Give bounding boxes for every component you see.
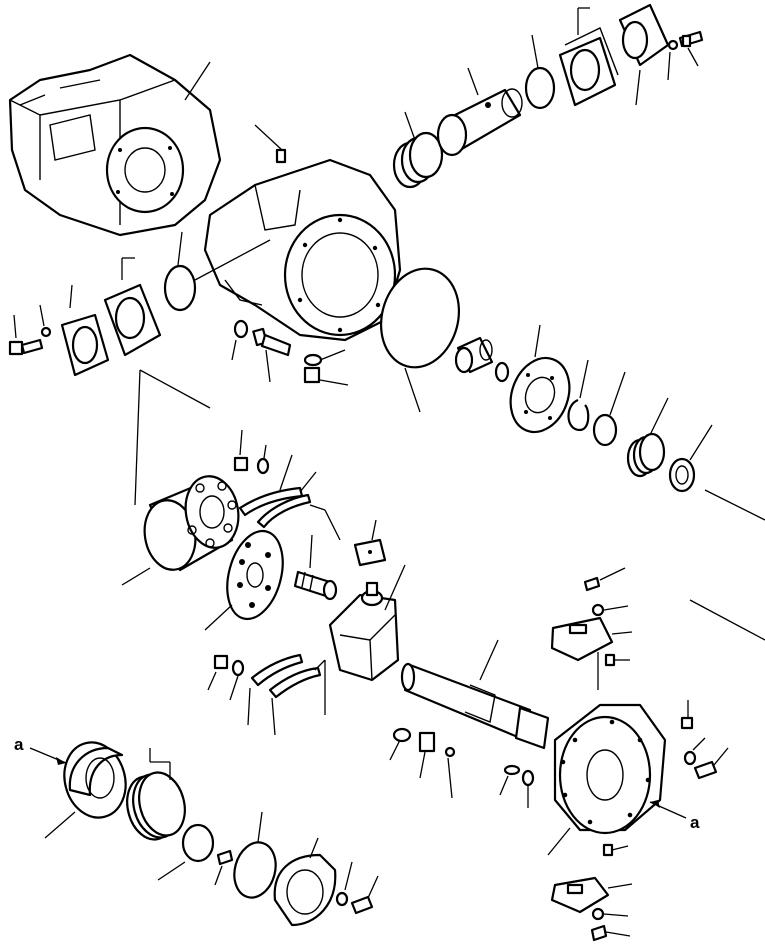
casing-bolt: [231, 319, 292, 383]
ring-top: [524, 66, 556, 110]
cover-top: [558, 7, 619, 107]
o-ring-left: [163, 264, 197, 312]
valve-plate: [509, 324, 571, 434]
bolts-center-upper: [233, 429, 270, 475]
small-parts-center: [389, 727, 535, 808]
cylinder-block: [121, 475, 240, 586]
bolts-right-mid: [680, 700, 729, 780]
spring-mid: [626, 397, 669, 478]
bolt-bottom: [335, 861, 379, 915]
bolts-right-upper: [583, 567, 630, 667]
callout-a-left: a: [14, 735, 67, 765]
cover-plate-left: [60, 284, 110, 377]
retainer-ring: [592, 413, 618, 447]
end-cover-bottom: [273, 837, 337, 927]
o-ring-bottom: [233, 841, 277, 899]
shoe-guides-upper: [238, 454, 317, 529]
plug-fitting: [303, 349, 349, 386]
callout-a-right: a: [649, 800, 700, 832]
callout-label-right: a: [690, 813, 700, 832]
swash-block: [328, 564, 406, 682]
lever-lower: [550, 843, 633, 914]
lever-upper: [550, 616, 633, 690]
oil-seal-bottom: [44, 741, 127, 839]
small-seal: [494, 361, 510, 383]
bolts-right-lower: [590, 907, 631, 942]
bolts-center-lower: [207, 654, 245, 701]
pump-main-housing: [8, 53, 222, 237]
sleeve-top: [436, 67, 523, 157]
cap-bottom: [157, 823, 234, 886]
bracket-small: [353, 519, 387, 567]
shoe-guides-lower: [247, 653, 322, 736]
front-housing: [547, 703, 667, 856]
seal-block-left: [103, 257, 162, 357]
piston: [293, 534, 338, 601]
large-o-ring: [379, 267, 461, 369]
snap-ring: [567, 359, 590, 432]
callout-label-left: a: [14, 735, 24, 754]
retainer-plate: [204, 529, 284, 631]
spring-top: [392, 111, 444, 189]
bolt-left: [8, 304, 52, 356]
bolt-top-right: [667, 30, 704, 81]
pump-casing: [194, 124, 402, 342]
spring-bottom: [126, 748, 186, 841]
end-cap-top: [618, 3, 670, 106]
seat-washer: [668, 424, 713, 493]
bushing: [454, 336, 494, 374]
drive-shaft: [400, 639, 550, 750]
